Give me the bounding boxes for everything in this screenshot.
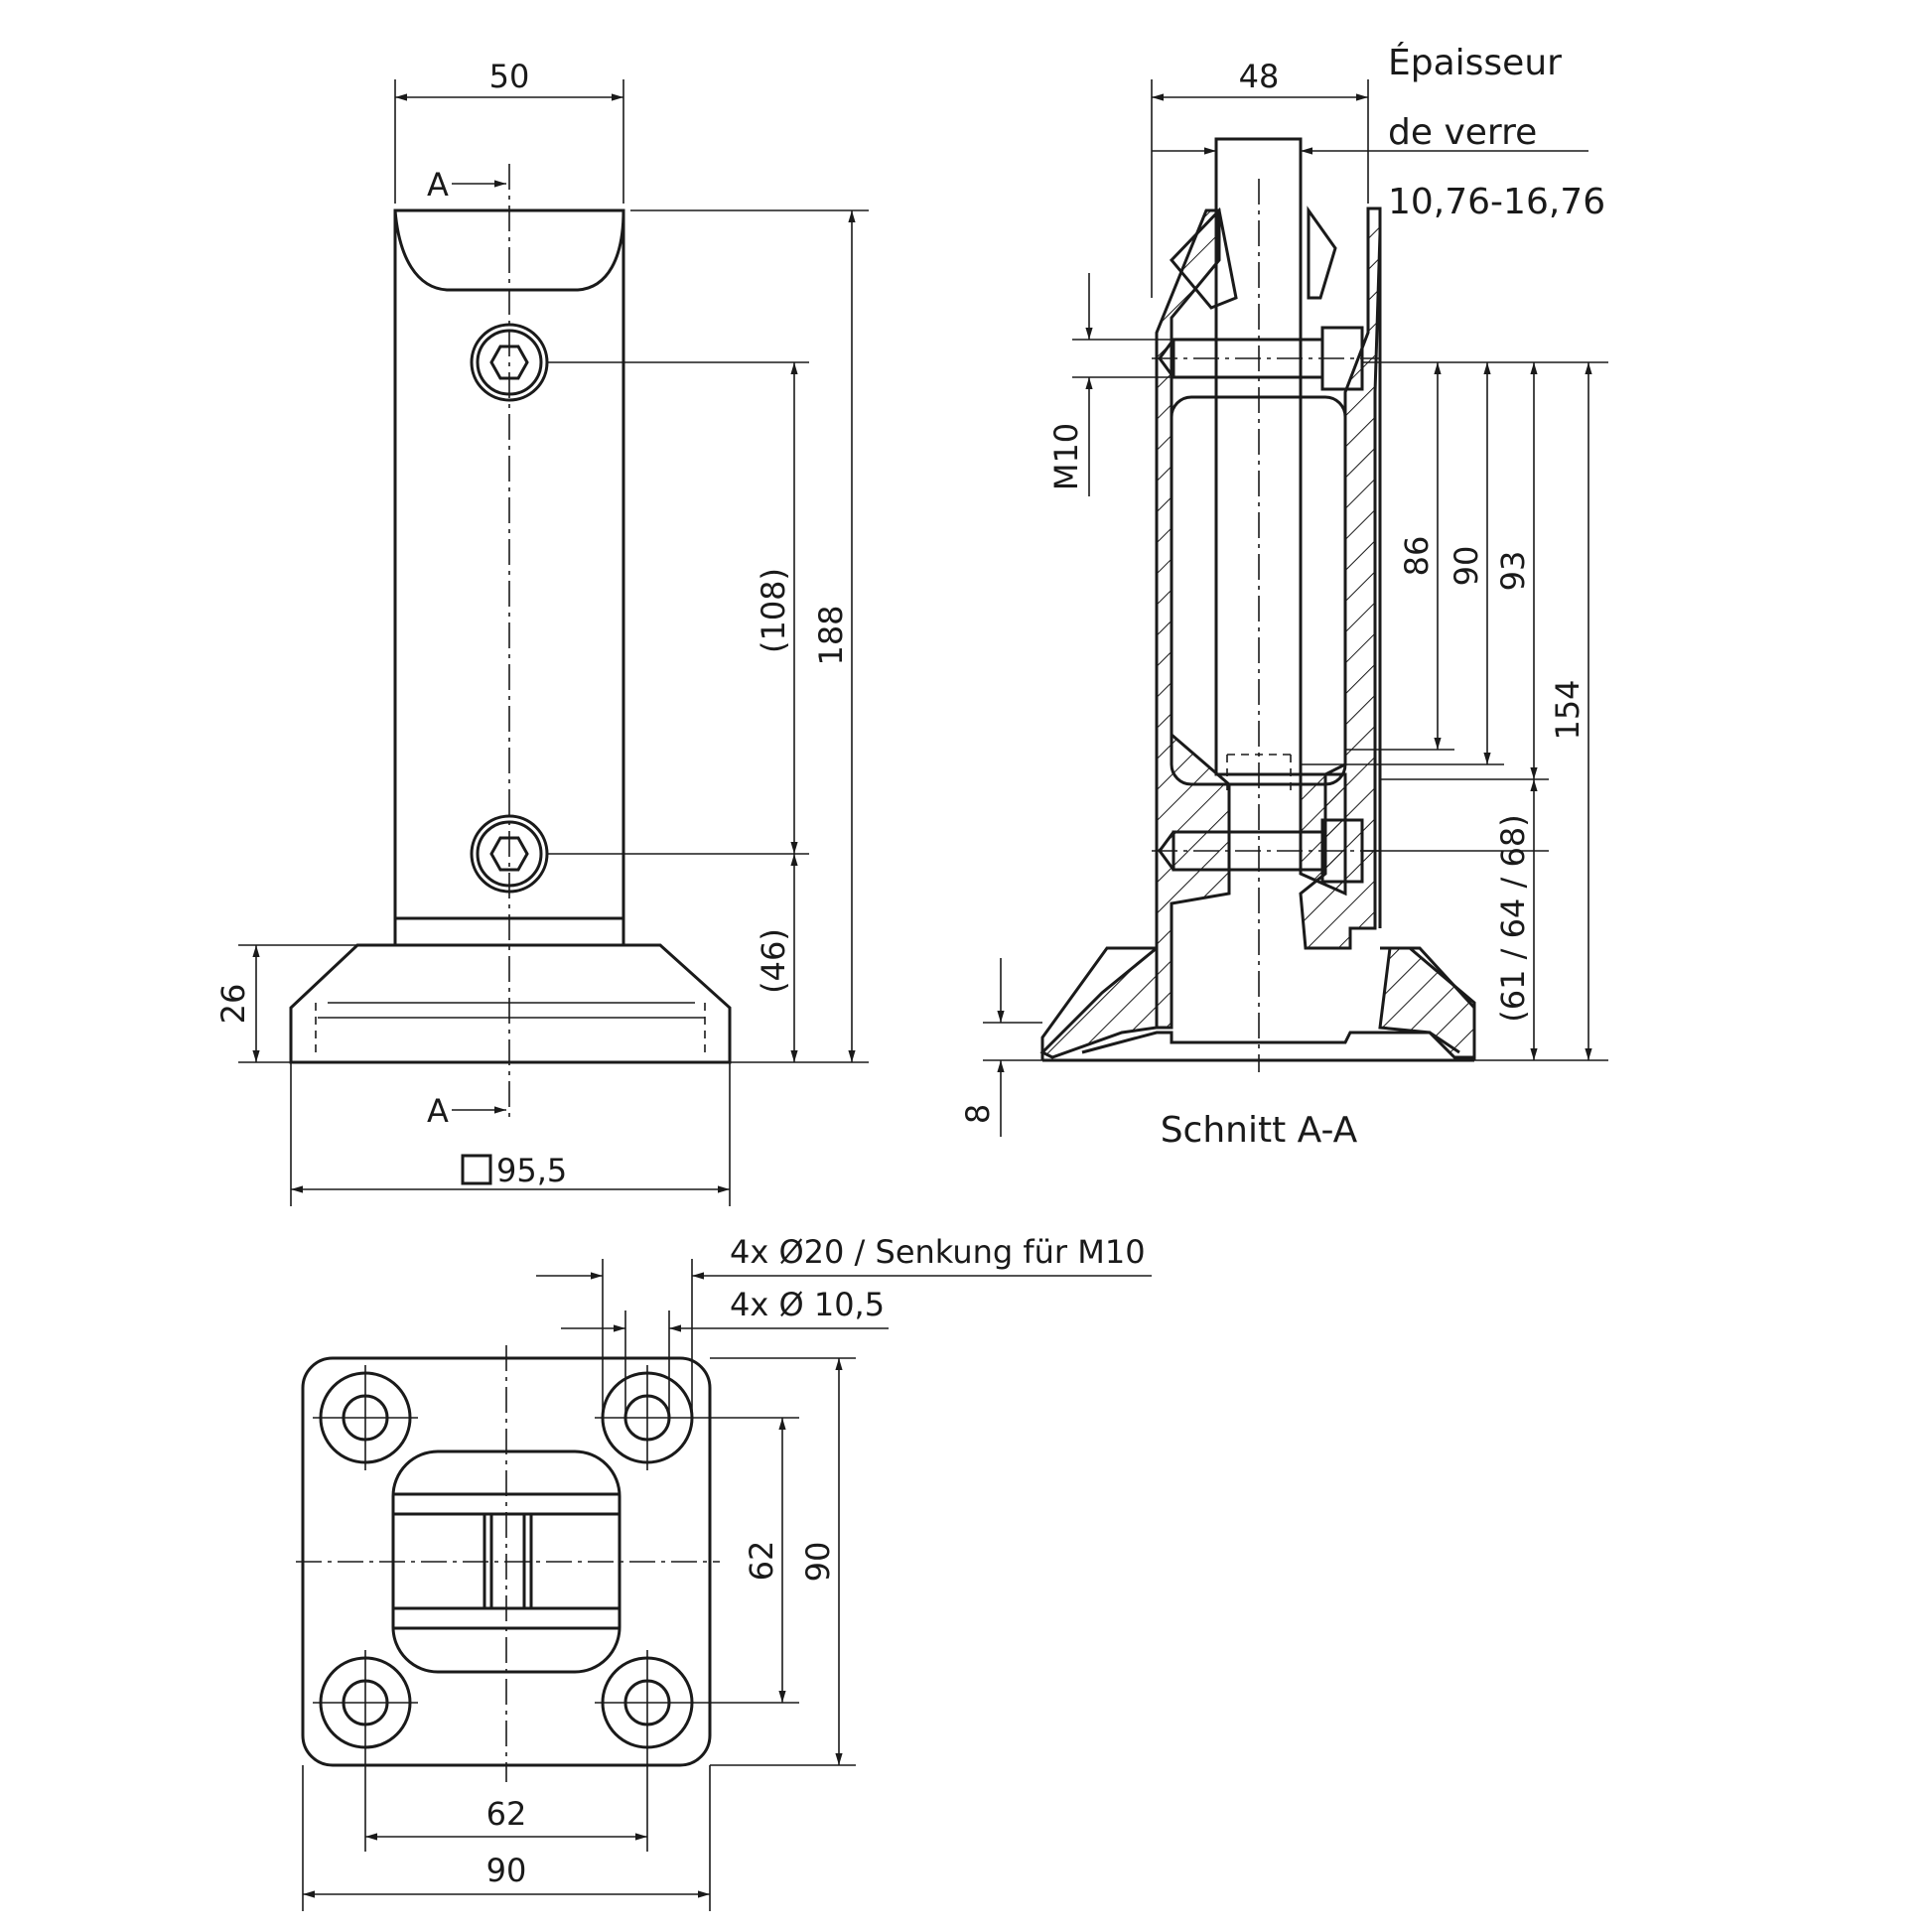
mounting-hole-top-left-icon [313,1365,418,1470]
dim-hole-spacing-h-62: 62 [486,1795,527,1833]
hole-note: 4x Ø 10,5 [730,1286,885,1323]
glass-note-line2: de verre [1388,112,1537,153]
section-mark-top: A [427,166,449,204]
section-caption: Schnitt A-A [1161,1110,1358,1151]
dim-90: 90 [1448,546,1485,587]
dim-width-48: 48 [1239,58,1280,95]
glass-note-line1: Épaisseur [1388,42,1562,83]
base-right-flange [1378,946,1476,1059]
dim-hole-spacing-v-62: 62 [743,1541,780,1582]
glass-slot-curve [393,209,625,292]
glass-slot-outline [391,1449,621,1674]
mounting-hole-bottom-left-icon [313,1650,418,1755]
dim-height-188: 188 [812,605,850,665]
dim-lower-46: (46) [755,928,792,994]
counterbore-note: 4x Ø20 / Senkung für M10 [730,1233,1146,1271]
section-mark-bottom: A [427,1092,449,1130]
glass-note-line3: 10,76-16,76 [1388,182,1605,222]
clamp-bolt-top-icon [1152,326,1380,391]
square-symbol-icon [461,1154,492,1185]
mounting-hole-bottom-right-icon [595,1650,700,1755]
dim-86: 86 [1398,536,1436,577]
front-view: A A 50 188 (108) (46) 26 95,5 [214,58,869,1206]
dim-outer-width-90: 90 [486,1852,527,1889]
dim-width-50: 50 [489,58,530,95]
dim-8: 8 [959,1104,997,1124]
base-left-flange [1039,944,1159,1059]
bottom-view: 4x Ø20 / Senkung für M10 4x Ø 10,5 62 90… [296,1233,1152,1911]
dim-base-height-26: 26 [214,984,252,1025]
housing-left-wall [1155,208,1231,1030]
dim-93: 93 [1494,551,1532,592]
dim-range-61-64-68: (61 / 64 / 68) [1494,814,1532,1022]
dim-thread-m10: M10 [1047,423,1085,490]
dim-base-square-95-5: 95,5 [496,1152,567,1189]
post-base [289,943,732,1064]
dim-outer-height-90: 90 [799,1542,837,1583]
mounting-hole-top-right-icon [595,1365,700,1470]
section-view: 48 Épaisseur de verre 10,76-16,76 M10 86… [959,42,1608,1151]
dim-154: 154 [1549,679,1587,740]
dim-hole-spacing-108: (108) [755,568,792,653]
